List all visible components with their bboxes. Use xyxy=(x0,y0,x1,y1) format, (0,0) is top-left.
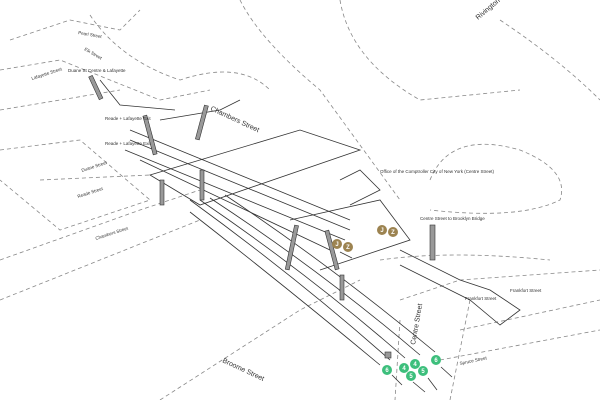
route-badge[interactable]: 4 xyxy=(399,363,409,373)
label-lafayette: Lafayette Street xyxy=(31,66,63,81)
svg-text:4: 4 xyxy=(402,366,406,372)
label-broome: Broome Street xyxy=(221,357,265,382)
route-badge[interactable]: Z xyxy=(343,242,353,252)
label-elk: Elk Street xyxy=(84,47,104,61)
label-frankfort: Frankfort Street xyxy=(510,288,542,293)
svg-text:Z: Z xyxy=(346,245,350,251)
label-rivington: Rivington Street xyxy=(475,0,518,22)
entrance-brooklyn-bridge: Centre Street to Brooklyn Bridge xyxy=(420,216,485,221)
entrance-frankfort: Frankfort Street xyxy=(465,296,497,301)
label-worth: Chambers Street xyxy=(95,225,130,240)
svg-text:6: 6 xyxy=(385,368,389,374)
route-badge[interactable]: 5 xyxy=(418,366,428,376)
route-badge[interactable]: J xyxy=(377,225,387,235)
entrance-reade-lafayette-2: Reade + Lafayette Exit xyxy=(105,141,151,146)
platforms xyxy=(99,79,521,366)
route-badge[interactable]: 6 xyxy=(431,355,441,365)
route-badge[interactable]: 6 xyxy=(382,365,392,375)
label-duane: Duane Street xyxy=(81,160,108,173)
svg-text:6: 6 xyxy=(434,358,438,364)
entrance-centre-lafayette: Duane St Centre & Lafayette xyxy=(68,68,126,73)
route-badges-brown: J Z J Z xyxy=(332,225,398,252)
label-spruce: Spruce Street xyxy=(459,355,488,366)
route-badge[interactable]: 5 xyxy=(406,371,416,381)
route-badge[interactable]: Z xyxy=(388,227,398,237)
svg-text:4: 4 xyxy=(413,362,417,368)
svg-text:5: 5 xyxy=(409,374,413,380)
stairs xyxy=(88,74,436,359)
svg-text:5: 5 xyxy=(421,369,425,375)
entrance-reade-lafayette: Reade + Lafayette Exit xyxy=(105,116,151,121)
label-pearl: Pearl Street xyxy=(78,30,103,39)
label-chambers: Chambers Street xyxy=(209,105,260,134)
direction-arrows xyxy=(339,251,453,393)
svg-text:Z: Z xyxy=(391,230,395,236)
entrance-comptroller: Office of the Comptroller City of New Yo… xyxy=(380,169,494,174)
route-badge[interactable]: J xyxy=(332,239,342,249)
svg-text:J: J xyxy=(380,228,383,234)
label-centre: Centre Street xyxy=(410,303,424,345)
route-badge[interactable]: 4 xyxy=(410,359,420,369)
label-reade: Reade Street xyxy=(77,186,104,199)
svg-text:J: J xyxy=(335,242,338,248)
route-badges-green: 6 4 4 6 5 5 xyxy=(382,355,441,381)
